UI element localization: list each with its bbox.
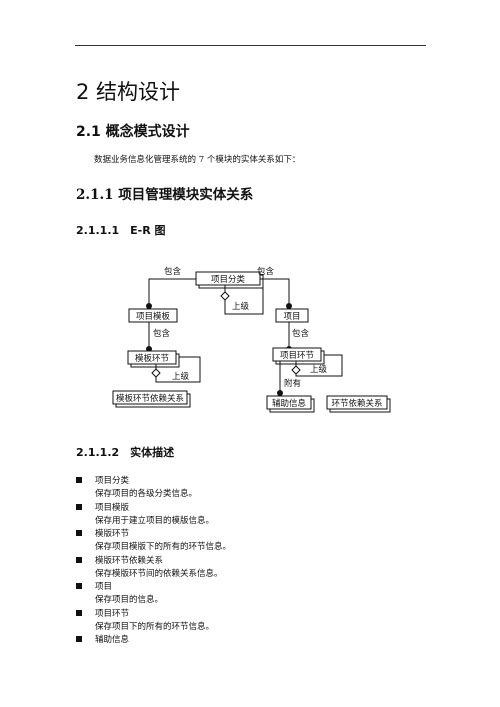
- entity-template: 项目模板: [128, 308, 178, 323]
- bullet-icon: [76, 477, 82, 483]
- entity-description-heading: 2.1.1.2 实体描述: [76, 446, 175, 459]
- entity-project-step: 项目环节: [272, 347, 325, 365]
- relation-label-parent-category: 上级: [232, 301, 250, 312]
- bullet-icon: [76, 503, 82, 510]
- relation-label-contains-project: 包含: [292, 328, 310, 339]
- er-diagram: 项目分类 上级 包含 项目模板 包含 模板环节 上级 模板环节依赖关系: [112, 266, 391, 413]
- entity-project-category: 项目分类: [195, 271, 264, 289]
- template-step-self-relation: 上级: [151, 356, 201, 383]
- chapter-title: 2 结构设计: [76, 80, 181, 104]
- relation-label-attached: 附有: [284, 378, 301, 389]
- entity-label-project-step: 项目环节: [280, 351, 315, 361]
- entity-label-project: 项目: [283, 312, 300, 322]
- entity-title: 模版环节依赖关系: [95, 555, 164, 566]
- entity-description: 保存项目的信息。: [95, 595, 164, 605]
- bullet-icon: [76, 609, 82, 616]
- entity-label-project-category: 项目分类: [211, 274, 246, 285]
- entity-description: 保存模版环节间的依赖关系信息。: [95, 568, 223, 579]
- entity-label-auxiliary-info: 辅助信息: [272, 398, 307, 409]
- relation-category-template: 包含: [146, 266, 196, 309]
- intro-paragraph: 数据业务信息化管理系统的 7 个模块的实体关系如下：: [94, 155, 301, 165]
- relation-label-contains-left: 包含: [164, 266, 182, 277]
- entity-label-step-dependency: 环节依赖关系: [331, 398, 382, 409]
- entity-title: 项目: [95, 582, 113, 592]
- relation-category-project: 包含: [257, 266, 292, 309]
- entity-template-step-dependency: 模板环节依赖关系: [112, 390, 191, 408]
- relation-template-step: 包含: [146, 322, 171, 352]
- bullet-icon: [76, 583, 82, 589]
- relation-label-parent-template-step: 上级: [172, 371, 190, 382]
- section-title: 2.1 概念模式设计: [76, 124, 190, 140]
- entity-project: 项目: [275, 308, 309, 323]
- entity-title: 模版环节: [95, 529, 130, 539]
- entity-title: 项目分类: [95, 476, 130, 486]
- entity-step-dependency: 环节依赖关系: [326, 395, 391, 413]
- entity-description: 保存项目的各级分类信息。: [95, 489, 198, 499]
- entity-template-step: 模板环节: [127, 350, 180, 368]
- project-step-self-relation: 上级: [291, 354, 343, 377]
- bullet-icon: [76, 556, 82, 563]
- relation-label-parent-project-step: 上级: [310, 364, 328, 375]
- entity-description: 保存项目下的所有的环节信息。: [95, 621, 215, 632]
- entity-label-template-step: 模板环节: [135, 353, 170, 364]
- relation-label-contains-right: 包含: [257, 266, 275, 277]
- header-rule: [75, 45, 426, 46]
- er-diagram-heading: 2.1.1.1 E-R 图: [76, 224, 166, 237]
- entity-title: 项目模版: [95, 502, 130, 513]
- entity-description: 保存项目模版下的所有的环节信息。: [95, 542, 232, 552]
- relation-label-contains-template: 包含: [153, 328, 171, 339]
- entity-label-template-step-dependency: 模板环节依赖关系: [116, 393, 184, 404]
- entity-title: 项目环节: [95, 608, 130, 619]
- subsection-title: 2.1.1 项目管理模块实体关系: [76, 187, 254, 203]
- entity-auxiliary-info: 辅助信息: [266, 395, 315, 413]
- entity-description: 保存用于建立项目的模版信息。: [95, 515, 215, 526]
- bullet-icon: [76, 530, 82, 536]
- relation-project-step-auxiliary: 附有: [277, 361, 301, 396]
- entity-title: 辅助信息: [95, 635, 130, 645]
- bullet-icon: [76, 636, 82, 642]
- entity-label-template: 项目模板: [136, 311, 171, 322]
- category-self-relation: 上级: [220, 285, 264, 315]
